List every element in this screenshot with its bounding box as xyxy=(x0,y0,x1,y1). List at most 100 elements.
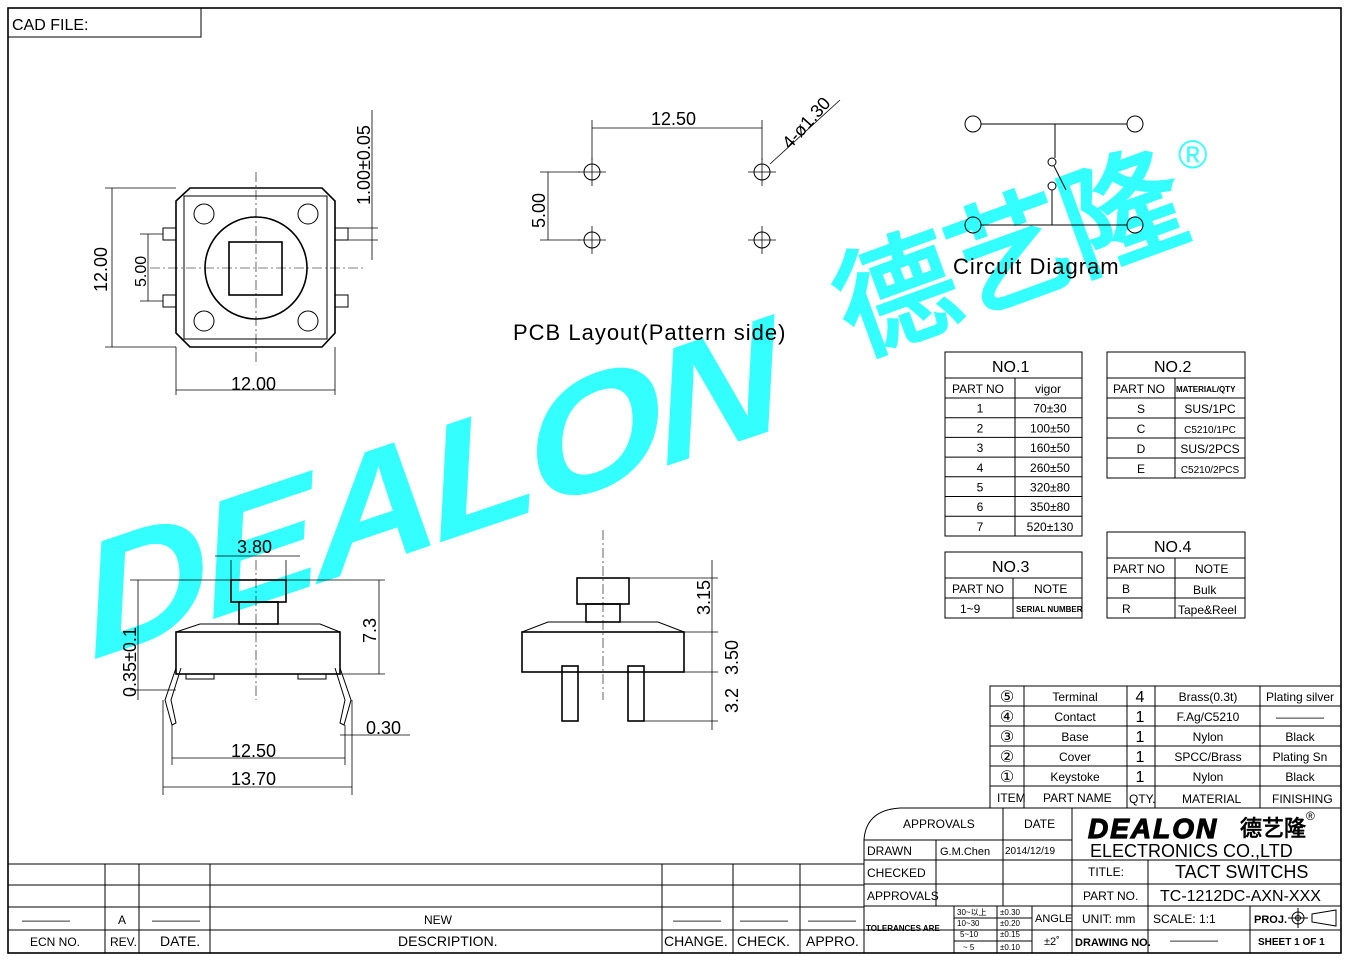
tb-tol-value-0: ±0.30 xyxy=(1000,908,1021,917)
tb-logo-mark: ® xyxy=(1306,809,1315,823)
table1-title: NO.1 xyxy=(992,359,1029,376)
table2-row-part: E xyxy=(1137,462,1145,476)
table1-row-part: 7 xyxy=(977,520,984,534)
table4-cell-0-1: Bulk xyxy=(1193,583,1217,597)
rev-check: ———— xyxy=(740,913,788,927)
bom-header-qty: QTY. xyxy=(1129,792,1155,806)
table1-header-1: vigor xyxy=(1035,382,1061,396)
bom-material: Nylon xyxy=(1193,770,1224,784)
table2-title: NO.2 xyxy=(1154,359,1191,376)
bom-part-name: Base xyxy=(1061,730,1089,744)
bom-material: Nylon xyxy=(1193,730,1224,744)
rev-header-check: CHECK. xyxy=(737,933,790,949)
table3-title: NO.3 xyxy=(992,559,1029,576)
rev-description: NEW xyxy=(424,913,453,927)
tb-angle: ANGLE xyxy=(1035,913,1072,925)
table1-row-part: 4 xyxy=(977,461,984,475)
circuit-diagram: Circuit Diagram xyxy=(953,115,1144,279)
dim-side-pin: 0.35±0.1 xyxy=(120,627,140,697)
cad-file-label: CAD FILE: xyxy=(12,17,88,34)
front-view: 3.15 3.50 3.2 xyxy=(521,530,742,730)
bom-item-number: ④ xyxy=(1000,709,1014,726)
table2-row-material: SUS/1PC xyxy=(1184,402,1236,416)
tb-unit: UNIT: mm xyxy=(1082,912,1135,926)
table4-cell-0-0: B xyxy=(1122,582,1130,596)
dim-side-button: 3.80 xyxy=(237,537,272,557)
table2-row-material: C5210/1PC xyxy=(1184,425,1236,436)
table3-cell-1: SERIAL NUMBER xyxy=(1016,605,1083,614)
table2-row-material: C5210/2PCS xyxy=(1181,465,1240,476)
bom-item-number: ⑤ xyxy=(1000,689,1014,706)
rev-change: ———— xyxy=(673,913,721,927)
rev-header-date: DATE. xyxy=(160,933,200,949)
table2-header-1: MATERIAL/QTY xyxy=(1176,385,1236,394)
bom-header-material: MATERIAL xyxy=(1182,792,1241,806)
dim-pcb-y: 5.00 xyxy=(529,193,549,228)
table4-title: NO.4 xyxy=(1154,539,1191,556)
table1-row-vigor: 520±130 xyxy=(1027,520,1074,534)
tb-tol-range-2: 5~10 xyxy=(960,930,979,939)
revision-block: ———— A ———— NEW ———— ———— ———— ECN NO. R… xyxy=(8,863,864,953)
bom-item-number: ① xyxy=(1000,769,1014,786)
bom-finishing: Plating Sn xyxy=(1273,750,1328,764)
rev-date: ———— xyxy=(152,913,200,927)
tb-tol-value-2: ±0.15 xyxy=(1000,930,1021,939)
bom-material: Brass(0.3t) xyxy=(1179,690,1238,704)
table-no4: NO.4 PART NO NOTE B Bulk R Tape&Reel xyxy=(1106,531,1246,619)
tb-logo-latin: DEALON xyxy=(1088,813,1218,844)
table4-cell-1-1: Tape&Reel xyxy=(1178,603,1237,617)
tb-title-label: TITLE: xyxy=(1088,865,1124,879)
tb-drawn-date: 2014/12/19 xyxy=(1005,846,1055,857)
tb-tol-value-3: ±0.10 xyxy=(1000,943,1021,952)
tb-date: DATE xyxy=(1024,817,1055,831)
rev-rev: A xyxy=(118,913,126,927)
table1-row-vigor: 70±30 xyxy=(1033,402,1067,416)
table2-row-material: SUS/2PCS xyxy=(1180,442,1239,456)
table3-cell-0: 1~9 xyxy=(960,602,981,616)
title-block: APPROVALS DATE DRAWN G.M.Chen 2014/12/19… xyxy=(863,807,1341,953)
tb-tol-range-0: 30~以上 xyxy=(957,908,987,917)
dim-front-button: 3.15 xyxy=(694,580,714,615)
watermark-mark: ® xyxy=(1178,133,1207,177)
bom-item-number: ③ xyxy=(1000,729,1014,746)
rev-header-rev: REV. xyxy=(110,935,137,949)
dim-pcb-hole: 4-ø1.30 xyxy=(778,93,834,152)
bom-part-name: Terminal xyxy=(1052,690,1097,704)
rev-header-appro: APPRO. xyxy=(806,933,859,949)
rev-header-ecn: ECN NO. xyxy=(30,935,80,949)
dim-side-span: 13.70 xyxy=(231,769,276,789)
dim-top-width: 12.00 xyxy=(231,374,276,394)
dim-side-lead: 0.30 xyxy=(366,718,401,738)
rev-header-change: CHANGE. xyxy=(664,933,728,949)
dim-side-pitch: 12.50 xyxy=(231,741,276,761)
bom-qty: 1 xyxy=(1136,729,1145,746)
dim-side-height: 7.3 xyxy=(360,618,380,643)
table1-row-vigor: 100±50 xyxy=(1030,421,1070,435)
projection-symbol-icon xyxy=(1288,908,1337,928)
pcb-layout: 12.50 5.00 4-ø1.30 PCB Layout(Pattern si… xyxy=(513,93,841,345)
tb-logo-chinese: 德艺隆 xyxy=(1240,816,1307,842)
rev-ecn: ———— xyxy=(22,913,70,927)
table1-row-part: 5 xyxy=(977,481,984,495)
rev-appro: ———— xyxy=(808,913,856,927)
table1-row-vigor: 320±80 xyxy=(1030,481,1070,495)
bom-material: SPCC/Brass xyxy=(1174,750,1241,764)
bom-header-finishing: FINISHING xyxy=(1272,792,1333,806)
top-view: 12.00 5.00 12.00 1.00±0.05 xyxy=(91,110,378,395)
table2-row-part: S xyxy=(1137,402,1145,416)
tb-company: ELECTRONICS CO.,LTD xyxy=(1090,841,1293,861)
side-view: 3.80 7.3 0.35±0.1 12.50 13.70 0.30 xyxy=(120,537,410,795)
sheet-border xyxy=(7,7,1342,954)
tb-sheet: SHEET 1 OF 1 xyxy=(1258,937,1325,948)
bom-qty: 1 xyxy=(1136,709,1145,726)
tb-approvals: APPROVALS xyxy=(903,817,975,831)
bom-finishing: ———— xyxy=(1276,710,1324,724)
tb-part-label: PART NO. xyxy=(1083,889,1138,903)
table1-row-vigor: 260±50 xyxy=(1030,461,1070,475)
circuit-diagram-label: Circuit Diagram xyxy=(953,254,1120,279)
bom-finishing: Black xyxy=(1285,770,1315,784)
